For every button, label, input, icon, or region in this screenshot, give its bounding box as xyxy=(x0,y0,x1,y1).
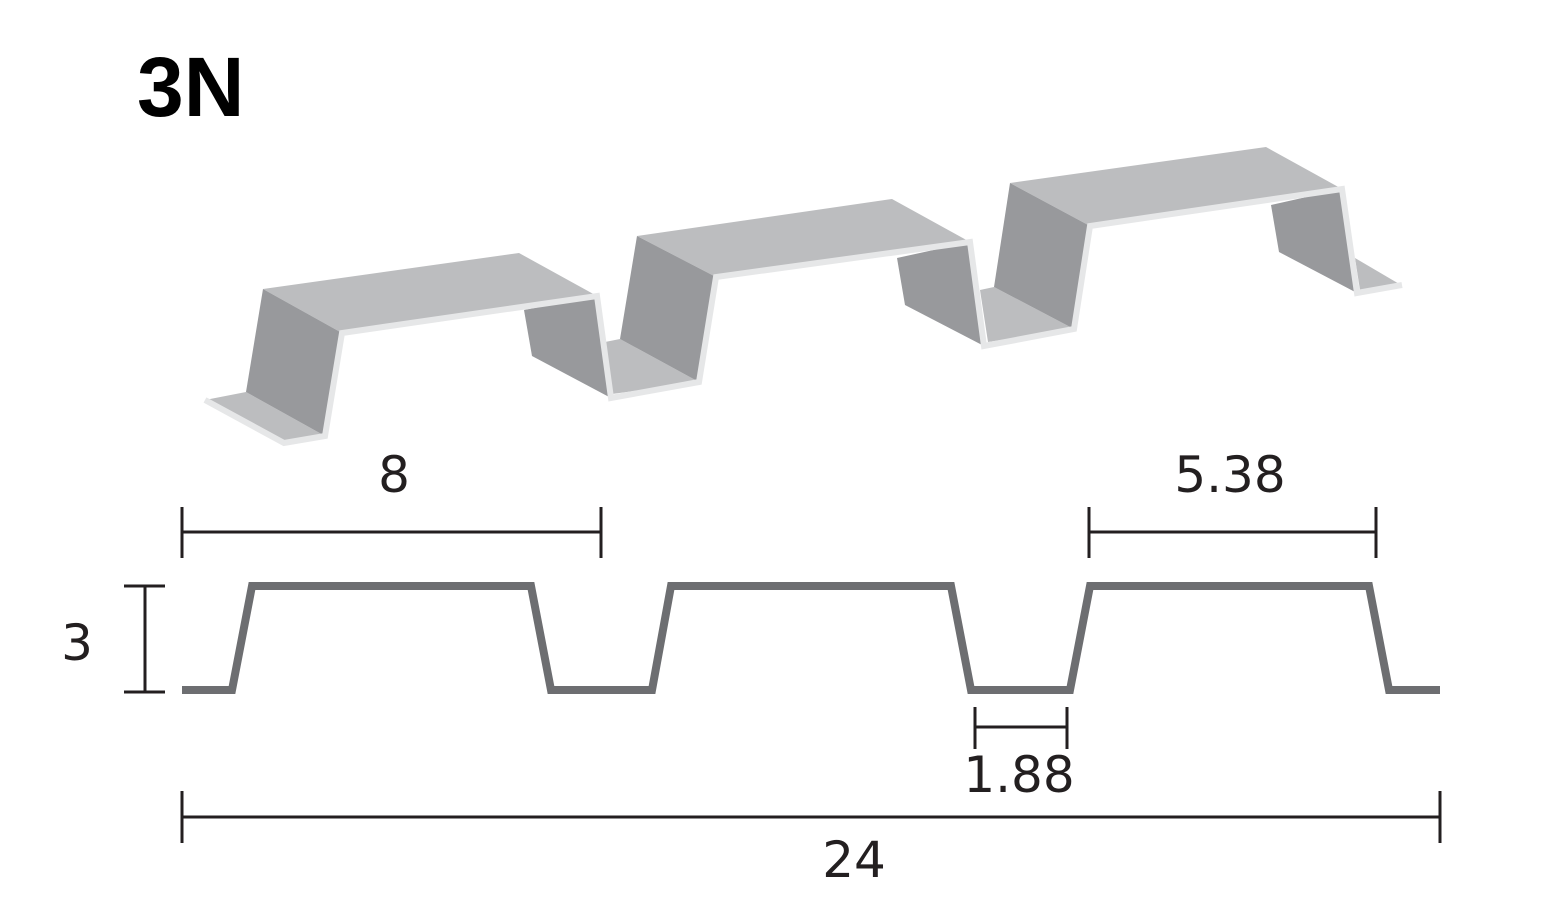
rib-pitch-label: 8 xyxy=(378,446,410,504)
isometric-panel-illustration xyxy=(203,147,1403,447)
panel-top-flange-2 xyxy=(637,199,970,277)
deck-profile-section xyxy=(182,582,1440,694)
panel-web-3-front xyxy=(994,183,1090,329)
panel-bottom-flange-1 xyxy=(605,339,699,394)
panel-web-3-back xyxy=(1271,189,1357,293)
panel-top-flange-1 xyxy=(263,253,597,333)
panel-web-1-back xyxy=(524,296,611,398)
dimension-depth: 3 xyxy=(61,584,165,694)
panel-web-2-front xyxy=(620,236,716,382)
panel-bottom-flange-left xyxy=(205,392,325,443)
dimension-overall-width: 24 xyxy=(180,791,1442,889)
panel-front-edge xyxy=(203,185,1403,447)
panel-web-2-back xyxy=(897,242,984,346)
panel-top-flange-3 xyxy=(1010,147,1342,226)
panel-web-1-front xyxy=(246,289,342,436)
bottom-flange-label: 1.88 xyxy=(963,746,1074,804)
dimension-rib-pitch: 8 xyxy=(180,446,603,558)
top-flange-label: 5.38 xyxy=(1174,446,1285,504)
profile-title: 3N xyxy=(137,40,244,134)
panel-bottom-flange-right xyxy=(1355,258,1401,290)
panel-bottom-flange-2 xyxy=(980,287,1074,342)
dimension-bottom-flange: 1.88 xyxy=(963,707,1075,804)
overall-width-label: 24 xyxy=(822,831,886,889)
dimension-top-flange: 5.38 xyxy=(1087,446,1378,558)
depth-label: 3 xyxy=(61,614,93,672)
